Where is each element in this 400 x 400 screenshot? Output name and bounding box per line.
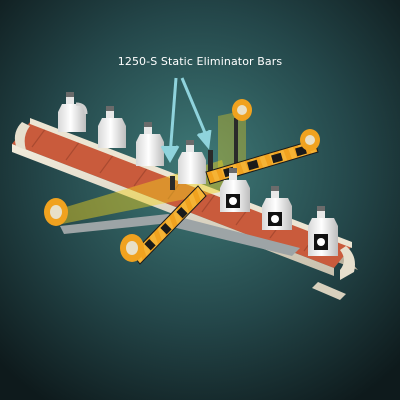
spool-icon [300, 129, 320, 151]
static-bar-icon [131, 185, 207, 265]
jug-icon [262, 186, 292, 230]
conveyor-belt [12, 122, 352, 268]
callout-label: 1250-S Static Eliminator Bars [117, 55, 283, 68]
jug-icon [308, 206, 338, 256]
support-arm [60, 214, 300, 256]
spool-icon [44, 198, 68, 226]
jug-icon [220, 168, 250, 212]
jug-icon [58, 92, 88, 132]
jug-icon [178, 140, 206, 184]
arrow-icon [180, 77, 212, 150]
arrow-icon [160, 77, 180, 164]
jug-row [58, 92, 206, 184]
sensor-beam-upper [218, 110, 246, 178]
spool-icon [120, 234, 144, 262]
spool-icon [232, 99, 252, 121]
jug-icon [98, 106, 126, 148]
jug-row-labeled [220, 168, 338, 256]
jug-icon [136, 122, 164, 166]
static-bar-posts [170, 118, 238, 190]
